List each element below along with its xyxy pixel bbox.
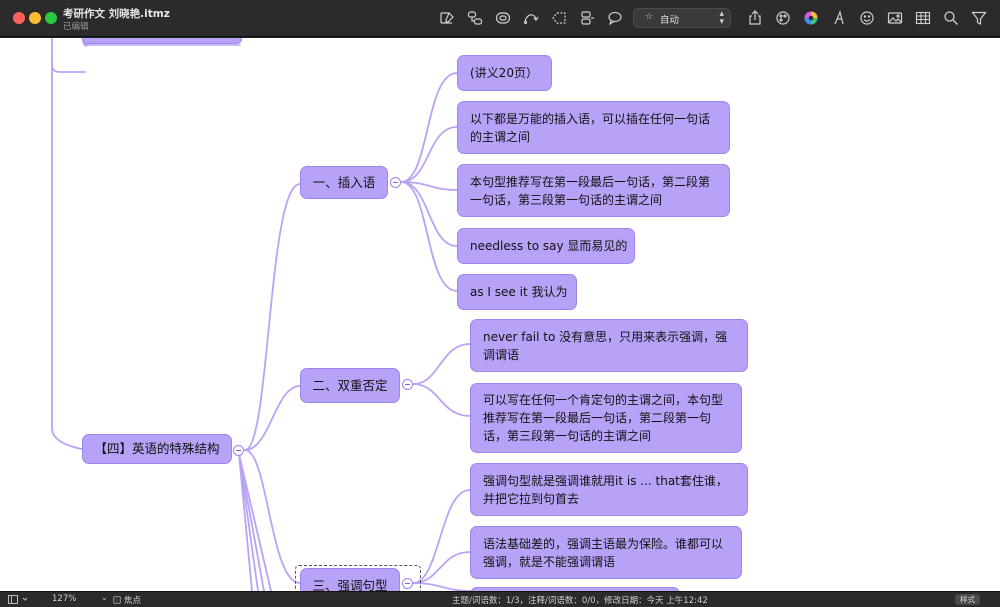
branch-topic-label: 二、双重否定 [312,377,388,393]
branch-topic-label: 一、插入语 [312,174,376,190]
filter-icon[interactable] [969,8,989,28]
focus-label: 焦点 [124,596,142,606]
subtopic-node[interactable]: 本句型推荐写在第一段最后一句话，第二段第一句话，第三段第一句话的主谓之间 [457,164,730,217]
subtopic-node[interactable]: 以下都是万能的插入语，可以插在任何一句话的主谓之间 [457,101,730,154]
style-select[interactable]: ☆ 自动 ▴▾ [633,8,731,28]
style-button[interactable]: 样式 [955,594,980,605]
document-title: 考研作文 刘晓艳.itmz [63,8,170,20]
comment-icon[interactable] [605,8,625,28]
collapse-icon[interactable] [549,8,569,28]
mindmap-connectors [51,38,471,591]
note-icon[interactable] [437,8,457,28]
subtopic-label: 语法基础差的，强调主语最为保险。谁都可以强调，就是不能强调谓语 [483,536,724,569]
insert-topic-icon[interactable] [577,8,597,28]
status-bar: 127% ⌄ 焦点 主题/词语数：1/3，注释/词语数：0/0，修改日期：今天 … [0,591,1000,607]
collapse-toggle-branch1[interactable] [390,177,401,188]
subtopic-node[interactable]: (讲义20页） [457,55,552,91]
collapse-toggle-branch2[interactable] [402,379,413,390]
relationship-icon[interactable] [465,8,485,28]
subtopic-label: 强调句型就是强调谁就用it is ... that套住谁，并把它拉到句首去 [483,473,728,506]
color-wheel-icon[interactable] [801,8,821,28]
subtopic-node[interactable]: 语法基础差的，强调主语最为保险。谁都可以强调，就是不能强调谓语 [470,526,742,579]
sparkle-icon: ☆ [645,12,654,22]
share-icon[interactable] [745,8,765,28]
focus-checkbox[interactable] [113,596,121,604]
branch-topic-emphasis[interactable]: 三、强调句型 [300,568,400,591]
sidebar-icon [8,595,28,604]
image-icon[interactable] [885,8,905,28]
emoji-icon[interactable] [857,8,877,28]
selection-outline [295,565,421,591]
chevron-down-icon[interactable]: ⌄ [101,593,108,602]
collapse-toggle-root[interactable] [233,445,244,456]
subtopic-label: 以下都是万能的插入语，可以插在任何一句话的主谓之间 [470,111,711,144]
subtopic-label: 本句型推荐写在第一段最后一句话，第二段第一句话，第三段第一句话的主谓之间 [470,174,711,207]
subtopic-node[interactable]: 可以写在任何一个肯定句的主谓之间，本句型推荐写在第一段最后一句话，第二段第一句话… [470,383,742,453]
subtopic-node[interactable]: as I see it 我认为 [457,274,577,310]
collapse-toggle-branch3[interactable] [402,578,413,589]
subtopic-label: needless to say 显而易见的 [470,239,628,253]
close-window-button[interactable] [13,12,25,24]
font-icon[interactable] [829,8,849,28]
connect-icon[interactable] [521,8,541,28]
zoom-window-button[interactable] [45,12,57,24]
document-status: 已编辑 [63,22,89,32]
table-icon[interactable] [913,8,933,28]
subtopic-label: as I see it 我认为 [470,285,568,299]
subtopic-node[interactable]: 强调句型就是强调谁就用it is ... that套住谁，并把它拉到句首去 [470,463,748,516]
search-icon[interactable] [941,8,961,28]
subtopic-label: 可以写在任何一个肯定句的主谓之间，本句型推荐写在第一段最后一句话，第二段第一句话… [483,393,724,443]
document-stats: 主题/词语数：1/3，注释/词语数：0/0，修改日期：今天 上午12:42 [452,596,708,606]
root-topic-label: 【四】英语的特殊结构 [94,441,220,456]
minimize-window-button[interactable] [29,12,41,24]
offscreen-topic-node[interactable] [82,38,242,44]
chevron-updown-icon: ▴▾ [719,9,724,27]
zoom-level[interactable]: 127% [52,594,77,604]
sidebar-toggle[interactable] [8,595,30,604]
boundary-icon[interactable] [493,8,513,28]
subtopic-node[interactable]: never fail to 没有意思，只用来表示强调，强调谓语 [470,319,748,372]
style-select-value: 自动 [660,15,680,26]
theme-icon[interactable] [773,8,793,28]
title-bar: 考研作文 刘晓艳.itmz 已编辑 ☆ 自动 ▴▾ [0,0,1000,37]
branch-topic-insertion[interactable]: 一、插入语 [300,166,388,199]
branch-topic-label: 三、强调句型 [312,577,388,592]
subtopic-label: never fail to 没有意思，只用来表示强调，强调谓语 [483,329,728,362]
subtopic-label: (讲义20页） [470,66,538,80]
subtopic-node[interactable]: needless to say 显而易见的 [457,228,635,264]
branch-topic-double-negative[interactable]: 二、双重否定 [300,368,400,403]
mindmap-canvas[interactable]: 【四】英语的特殊结构 一、插入语 (讲义20页） 以下都是万能的插入语，可以插在… [0,38,1000,591]
root-topic-node[interactable]: 【四】英语的特殊结构 [82,434,232,464]
